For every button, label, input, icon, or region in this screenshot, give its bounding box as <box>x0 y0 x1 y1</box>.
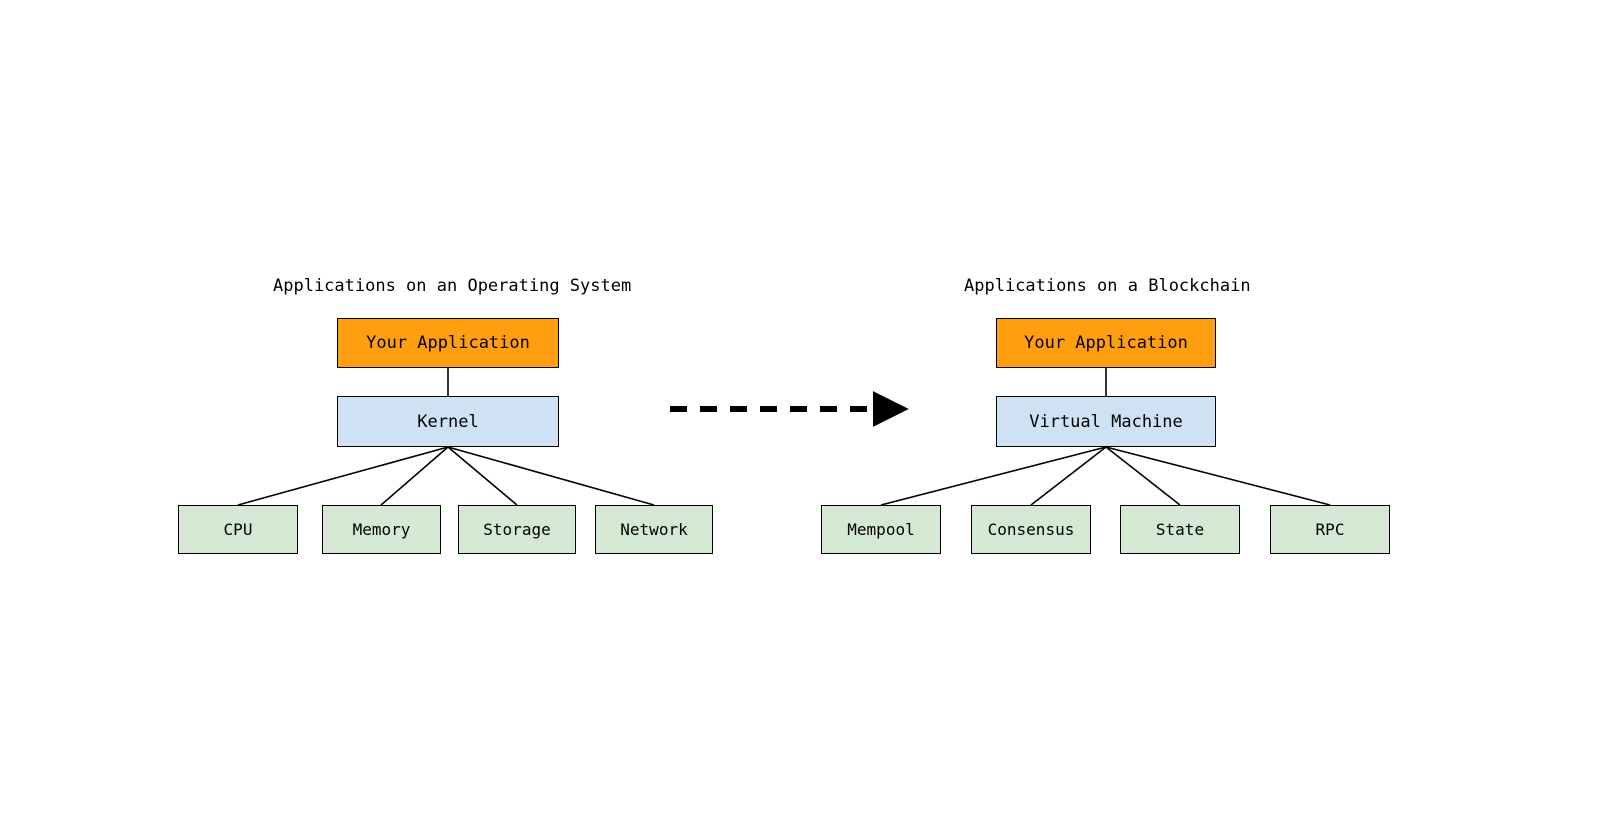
edge-kernel-to-cpu <box>237 446 449 506</box>
edge-kernel-to-storage <box>447 446 518 506</box>
panel-title-blockchain: Applications on a Blockchain <box>964 276 1251 296</box>
node-storage[interactable]: Storage <box>458 505 576 554</box>
edge-kernel-to-memory <box>380 446 449 506</box>
node-your-application-blockchain[interactable]: Your Application <box>996 318 1216 368</box>
node-your-application-os[interactable]: Your Application <box>337 318 559 368</box>
node-mempool[interactable]: Mempool <box>821 505 941 554</box>
node-label: State <box>1155 520 1205 539</box>
edge-vm-to-mempool <box>880 446 1107 506</box>
node-virtual-machine[interactable]: Virtual Machine <box>996 396 1216 447</box>
edge-group-blockchain <box>880 368 1331 506</box>
node-label: RPC <box>1315 520 1345 539</box>
panel-title-operating-system: Applications on an Operating System <box>273 276 632 296</box>
node-state[interactable]: State <box>1120 505 1240 554</box>
node-label: Your Application <box>1024 333 1188 353</box>
node-label: Virtual Machine <box>1029 411 1183 432</box>
node-label: Consensus <box>987 520 1075 539</box>
edge-vm-to-rpc <box>1105 446 1331 506</box>
node-label: Your Application <box>366 333 530 353</box>
edge-vm-to-state <box>1105 446 1181 506</box>
node-rpc[interactable]: RPC <box>1270 505 1390 554</box>
node-kernel[interactable]: Kernel <box>337 396 559 447</box>
node-label: Memory <box>352 520 411 539</box>
edge-vm-to-consensus <box>1030 446 1107 506</box>
edge-kernel-to-network <box>447 446 655 506</box>
node-label: Storage <box>483 520 551 539</box>
edge-group-operating-system <box>237 368 655 506</box>
node-consensus[interactable]: Consensus <box>971 505 1091 554</box>
node-label: Mempool <box>847 520 915 539</box>
node-network[interactable]: Network <box>595 505 713 554</box>
node-cpu[interactable]: CPU <box>178 505 298 554</box>
node-label: CPU <box>223 520 253 539</box>
node-label: Network <box>620 520 688 539</box>
node-memory[interactable]: Memory <box>322 505 441 554</box>
node-label: Kernel <box>417 411 479 432</box>
